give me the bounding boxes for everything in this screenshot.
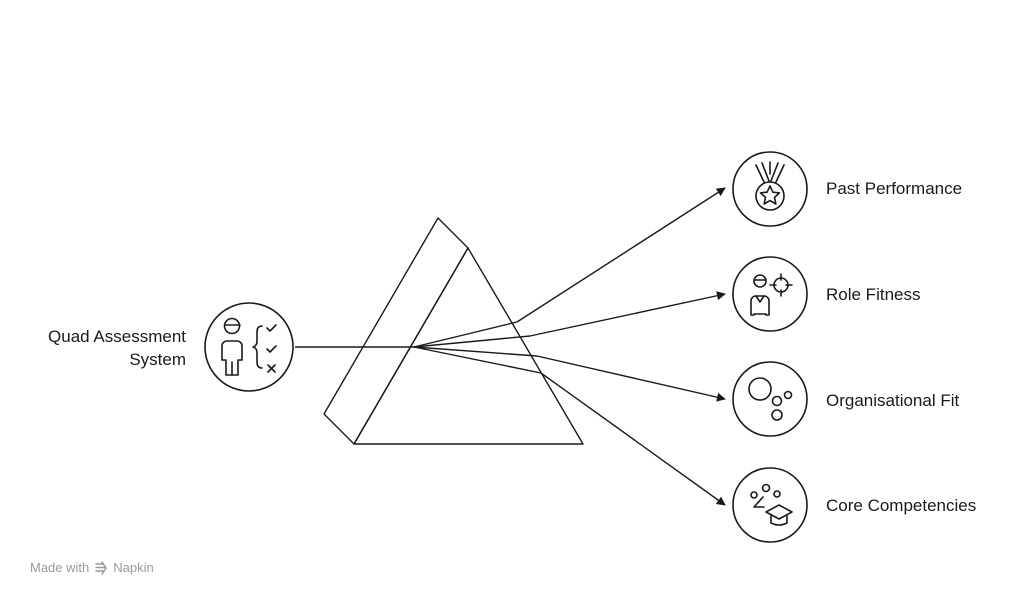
output-label-organisational-fit: Organisational Fit xyxy=(826,391,960,410)
napkin-logo-icon xyxy=(95,560,107,575)
source-label-line1: Quad Assessment xyxy=(48,327,186,346)
arrow-past-performance xyxy=(516,187,726,323)
medal-icon xyxy=(732,151,808,227)
beam-organisational-fit xyxy=(413,346,538,357)
output-label-role-fitness: Role Fitness xyxy=(826,285,921,304)
arrow-organisational-fit xyxy=(536,355,726,402)
napkin-watermark: Made with Napkin xyxy=(30,560,154,575)
output-label-past-performance: Past Performance xyxy=(826,179,963,198)
napkin-brand-text: Napkin xyxy=(113,560,154,575)
assessment-checklist-icon xyxy=(204,302,294,392)
output-label-core-competencies: Core Competencies xyxy=(826,496,977,515)
source-label-line2: System xyxy=(129,350,186,369)
beam-core-competencies xyxy=(413,346,542,374)
arrow-core-competencies xyxy=(540,372,726,506)
circles-icon xyxy=(732,361,808,437)
source-label: Quad Assessment System xyxy=(20,325,186,371)
person-target-icon xyxy=(732,256,808,332)
output-beams xyxy=(413,187,726,506)
prism-icon xyxy=(323,217,584,445)
beam-role-fitness xyxy=(413,335,531,348)
beam-past-performance xyxy=(413,321,518,348)
graduation-cap-icon xyxy=(732,467,808,543)
arrow-role-fitness xyxy=(529,291,726,337)
made-with-text: Made with xyxy=(30,560,90,575)
